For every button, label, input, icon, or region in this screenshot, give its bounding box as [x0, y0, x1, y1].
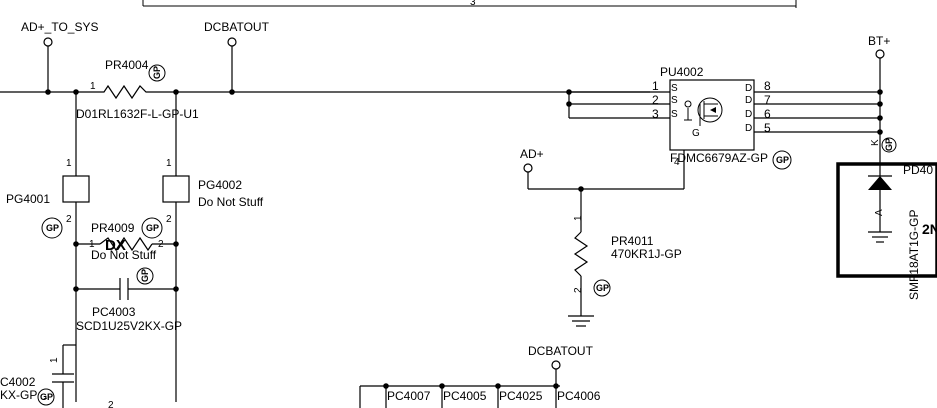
net-ad-to-sys: AD+_TO_SYS	[21, 20, 98, 92]
pu4002-pin-8: 8	[764, 79, 771, 93]
resistor-pr4011: 1 2 PR4011 470KR1J-GP	[568, 189, 682, 327]
pu4002-pin-7: 7	[764, 93, 771, 107]
svg-text:GP: GP	[596, 283, 609, 293]
pu4002-pin-s1: S	[671, 83, 678, 94]
pc4002-pin2: 2	[108, 400, 114, 408]
pad-pg4001: 1 2 PG4001	[6, 92, 90, 402]
pg4002-ref: PG4002	[198, 178, 242, 192]
pr4004-part: D01RL1632F-L-GP-U1	[76, 107, 199, 121]
gp-badge-icon: GP	[148, 64, 166, 82]
svg-text:GP: GP	[146, 223, 159, 233]
net-label-ad-to-sys: AD+_TO_SYS	[21, 20, 98, 34]
pd4001-side-mark: 2N	[922, 221, 937, 237]
pc4002-pin1: 1	[49, 357, 60, 363]
pd4001-a: A	[874, 209, 885, 216]
gp-badge-icon: GP	[593, 279, 611, 297]
gp-badge-icon: GP	[141, 217, 163, 239]
pg4001-pin1: 1	[66, 158, 72, 169]
svg-text:GP: GP	[46, 223, 59, 233]
sheet-mark: 3	[470, 0, 476, 8]
cap-pc4025: PC4025	[499, 389, 543, 403]
net-dcbatout-bottom: DCBATOUT PC4007 PC4005 PC4025 PC4006	[359, 344, 601, 408]
pg4002-pin1: 1	[166, 158, 172, 169]
pg4001-ref: PG4001	[6, 192, 50, 206]
net-label-ad-plus: AD+	[520, 147, 544, 161]
net-label-dcbatout-top: DCBATOUT	[204, 20, 270, 34]
pu4002-pin-4: 4	[674, 157, 680, 168]
svg-text:ǤP: ǤP	[40, 392, 53, 402]
pr4004-ref: PR4004	[105, 58, 149, 72]
pr4011-part: 470KR1J-GP	[611, 247, 682, 261]
pc4003-ref: PC4003	[92, 305, 136, 319]
gp-badge-icon: GP	[881, 137, 897, 153]
pu4002-pin-1: 1	[652, 79, 659, 93]
cap-pc4006: PC4006	[557, 389, 601, 403]
pc4002-ref: C4002	[0, 375, 36, 389]
pu4002-pin-3: 3	[652, 107, 659, 121]
pu4002-pin-6: 6	[764, 107, 771, 121]
cap-pc4005: PC4005	[443, 389, 487, 403]
pu4002-pin-d2: D	[745, 95, 752, 106]
pc4002-part: KX-GP	[0, 388, 37, 402]
pr4009-ref: PR4009	[91, 221, 135, 235]
pd4001-k: K	[870, 139, 881, 146]
net-label-bt-plus: BT+	[868, 34, 890, 48]
pu4002-pin-s3: S	[671, 109, 678, 120]
pd4001-part: SMF18AT1G-GP	[907, 210, 921, 300]
pu4002-ref: PU4002	[660, 65, 704, 79]
pad-pg4002: 1 2 PG4002 Do Not Stuff	[162, 92, 264, 402]
gp-badge-icon: GP	[136, 267, 154, 285]
pg4002-pin2: 2	[166, 214, 172, 225]
pu4002-pin-2: 2	[652, 93, 659, 107]
pu4002-pin-5: 5	[764, 121, 771, 135]
resistor-pr4009: PR4009 1 2 DX Do Not Stuff	[73, 221, 179, 262]
sheet-frame: 3	[142, 0, 797, 8]
pu4002-pin-d4: D	[745, 123, 752, 134]
pu4002-pin-d3: D	[745, 109, 752, 120]
diode-pd4001: K A PD40 SMF18AT1G-GP 2N	[836, 139, 937, 300]
gp-badge-icon: GP	[772, 150, 792, 170]
pr4009-pin2: 2	[158, 239, 164, 250]
mosfet-symbol-icon	[684, 97, 723, 126]
capacitor-pc4002: 1 C4002 KX-GP 2	[0, 344, 114, 408]
pc4003-part: SCD1U25V2KX-GP	[76, 319, 182, 333]
capacitor-pc4003: PC4003 SCD1U25V2KX-GP	[73, 278, 182, 333]
pu4002-pin-s2: S	[671, 95, 678, 106]
svg-text:GP: GP	[152, 66, 162, 79]
net-label-dcbatout-bottom: DCBATOUT	[528, 344, 594, 358]
pr4009-note: Do Not Stuff	[91, 248, 157, 262]
svg-text:GP: GP	[776, 155, 789, 165]
pu4002-part: FDMC6679AZ-GP	[670, 151, 768, 165]
pu4002-gate: G	[692, 128, 700, 139]
pg4001-pin2: 2	[66, 214, 72, 225]
pd4001-ref: PD40	[903, 163, 933, 177]
net-bt-plus: BT+	[868, 34, 890, 148]
svg-text:GP: GP	[140, 269, 150, 282]
mosfet-pu4002: PU4002 FDMC6679AZ-GP 1 2 3 S S S 8 7 6 5…	[566, 65, 880, 189]
pu4002-pin-d1: D	[745, 83, 752, 94]
cap-pc4007: PC4007	[387, 389, 431, 403]
pr4011-pin2: 2	[573, 287, 584, 293]
pg4002-note: Do Not Stuff	[198, 195, 264, 209]
pr4004-pin1: 1	[90, 81, 96, 92]
resistor-pr4004: PR4004 1 D01RL1632F-L-GP-U1	[76, 58, 199, 121]
pr4011-ref: PR4011	[611, 234, 654, 248]
gp-badge-icon: ǤP	[37, 388, 55, 406]
net-dcbatout-top: DCBATOUT	[204, 20, 270, 92]
pr4009-pin1: 1	[89, 239, 95, 250]
pr4011-pin1: 1	[573, 215, 584, 221]
pr4009-mark: DX	[105, 237, 126, 254]
gp-badge-icon: GP	[41, 217, 63, 239]
net-ad-plus: AD+	[520, 147, 684, 192]
svg-text:GP: GP	[884, 138, 894, 151]
